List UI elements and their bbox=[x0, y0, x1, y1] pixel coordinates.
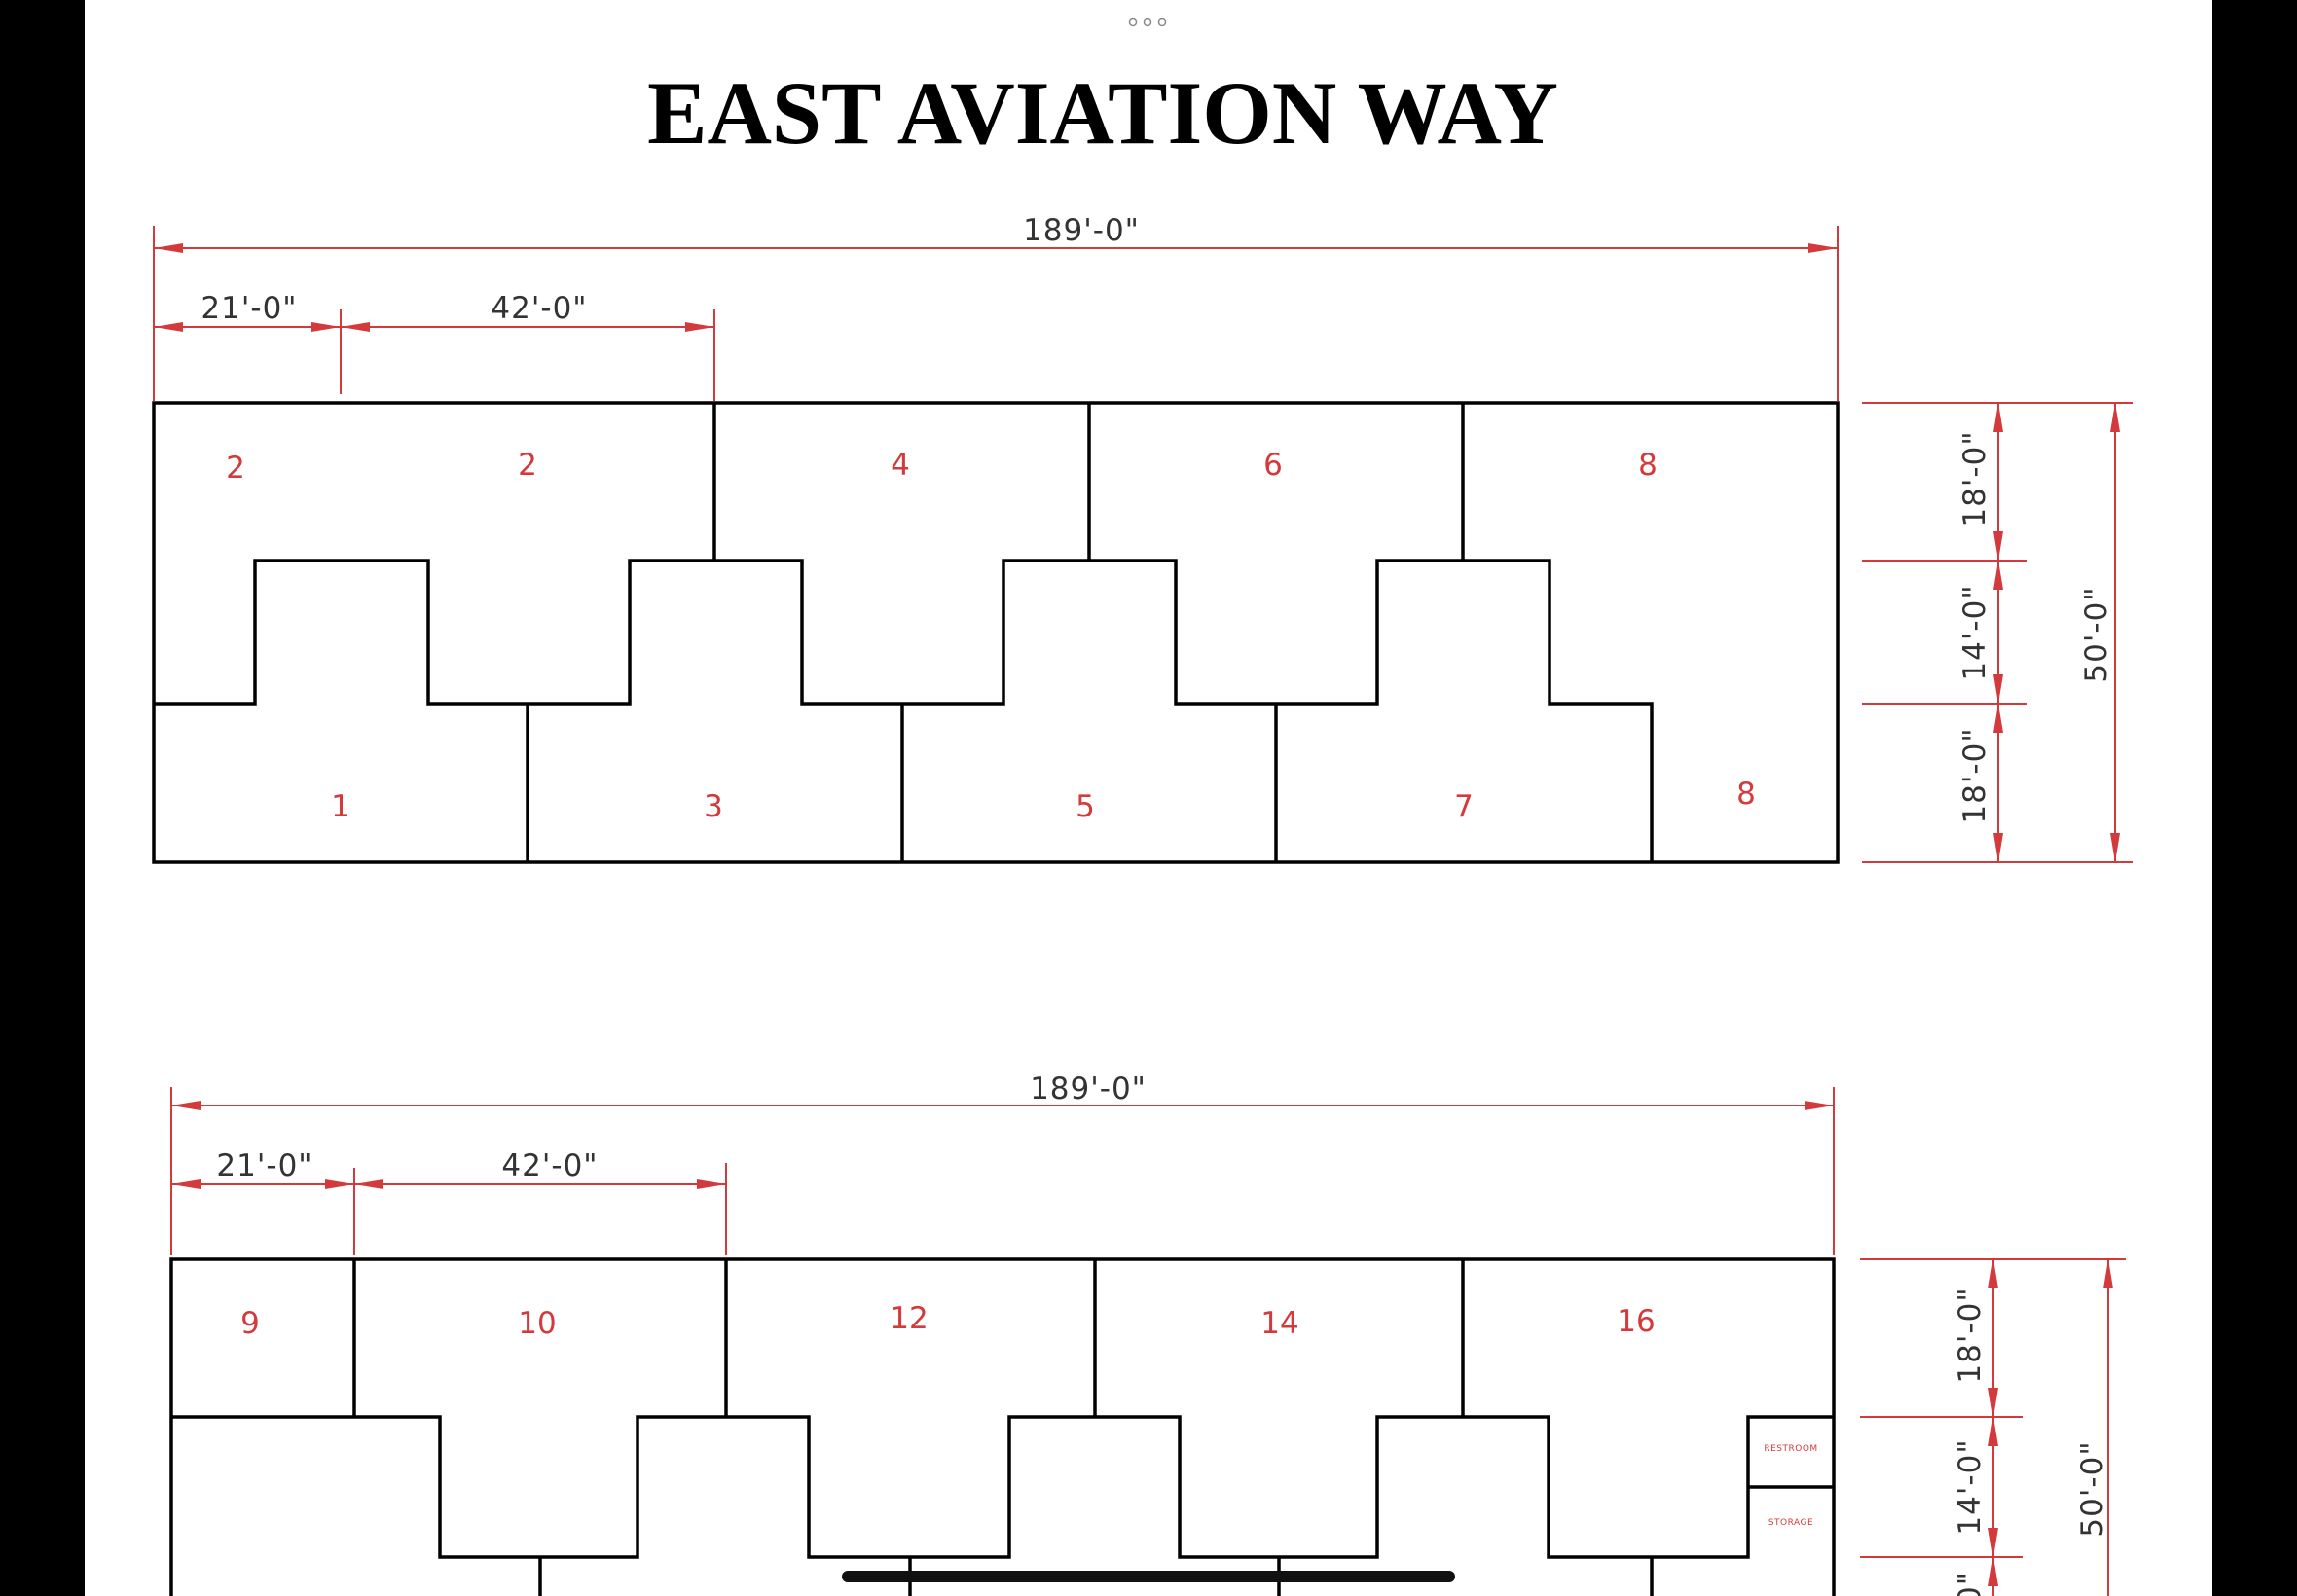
overall-dimension: 189'-0" bbox=[170, 1071, 1835, 1255]
unit-label: 8 bbox=[1638, 448, 1658, 483]
side-dim-bottom: 18'-0" bbox=[1957, 727, 1992, 823]
plan-top: 189'-0" 21'-0" 42'-0" 2 2 4 bbox=[152, 213, 2133, 864]
bay-dimensions: 21'-0" 42'-0" bbox=[171, 1148, 727, 1255]
side-dim-top: 18'-0" bbox=[1957, 430, 1992, 526]
overall-dimension-label: 189'-0" bbox=[1023, 213, 1140, 248]
first-bay-label: 21'-0" bbox=[216, 1148, 312, 1183]
unit-label: 4 bbox=[891, 448, 910, 483]
unit-label: 8 bbox=[1736, 777, 1756, 812]
overall-dimension: 189'-0" bbox=[153, 213, 1839, 401]
unit-label: 3 bbox=[704, 789, 723, 824]
side-dimensions: 18'-0" 14'-0" 18'-0" 50'-0" bbox=[1862, 402, 2133, 863]
unit-label: 16 bbox=[1617, 1304, 1655, 1339]
second-bay-label: 42'-0" bbox=[491, 291, 587, 326]
side-dim-middle: 14'-0" bbox=[1957, 584, 1992, 680]
restroom-label: RESTROOM bbox=[1764, 1444, 1817, 1454]
unit-label: 14 bbox=[1260, 1306, 1298, 1341]
second-bay-label: 42'-0" bbox=[501, 1148, 598, 1183]
unit-label: 9 bbox=[240, 1306, 260, 1341]
unit-label: 10 bbox=[518, 1306, 556, 1341]
page-title: EAST AVIATION WAY bbox=[647, 63, 1558, 163]
side-dimensions: 18'-0" 14'-0" 0" 50'-0" bbox=[1860, 1258, 2126, 1596]
paper bbox=[85, 0, 2212, 1596]
side-dim-total: 50'-0" bbox=[2075, 1440, 2110, 1537]
more-dots-icon[interactable] bbox=[1128, 18, 1167, 27]
unit-label: 12 bbox=[890, 1301, 928, 1336]
bay-dimensions: 21'-0" 42'-0" bbox=[154, 291, 715, 401]
unit-label: 2 bbox=[226, 451, 245, 486]
side-dim-bottom-partial: 0" bbox=[1952, 1571, 1987, 1596]
side-dim-middle: 14'-0" bbox=[1952, 1438, 1987, 1535]
plan-bottom: 189'-0" 21'-0" 42'-0" 9 10 bbox=[169, 1071, 2126, 1596]
unit-label: 6 bbox=[1263, 448, 1283, 483]
unit-label: 5 bbox=[1076, 789, 1095, 824]
overall-dimension-label: 189'-0" bbox=[1030, 1071, 1147, 1106]
side-dim-total: 50'-0" bbox=[2079, 586, 2114, 682]
home-indicator[interactable] bbox=[842, 1571, 1455, 1582]
unit-label: 1 bbox=[331, 789, 350, 824]
plan-bottom-walls bbox=[169, 1257, 1836, 1596]
plan-top-walls bbox=[152, 401, 1840, 864]
unit-label: 2 bbox=[518, 448, 537, 483]
first-bay-label: 21'-0" bbox=[201, 291, 297, 326]
storage-label: STORAGE bbox=[1768, 1518, 1813, 1528]
side-dim-top: 18'-0" bbox=[1952, 1287, 1987, 1383]
unit-label: 7 bbox=[1454, 789, 1474, 824]
